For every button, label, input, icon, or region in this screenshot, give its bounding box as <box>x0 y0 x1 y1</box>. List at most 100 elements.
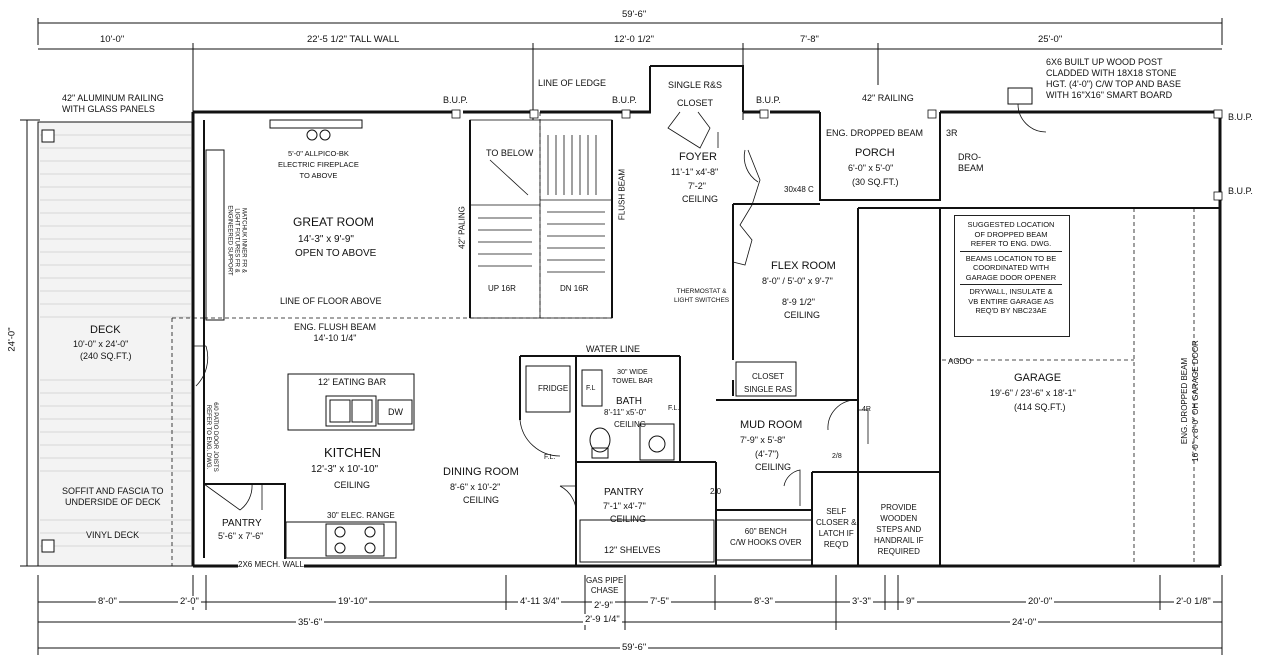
shelves-note: 12" SHELVES <box>604 545 661 555</box>
dim-top-2: 22'-5 1/2" TALL WALL <box>305 34 402 45</box>
bup-label-5: B.U.P. <box>1228 186 1253 196</box>
mud-room-extra: CEILING <box>755 462 792 472</box>
dim-bottom-11: 2'-0 1/8" <box>1174 596 1213 607</box>
paling-note: 42" PALING <box>457 206 467 249</box>
pantry-kitchen-size: 5'-6" x 7'-6" <box>218 531 264 541</box>
vinyl-deck-note: VINYL DECK <box>86 530 140 541</box>
pantry-dining-extra: CEILING <box>610 514 647 524</box>
dim-bottom-row2-2: 2'-9 1/4" <box>583 614 622 625</box>
elec-range-note: 30" ELEC. RANGE <box>327 511 395 520</box>
bup-label-4: B.U.P. <box>1228 112 1253 122</box>
dim-top-1: 10'-0" <box>98 34 127 45</box>
dining-room-size: 8'-6" x 10'-2" <box>450 482 501 492</box>
floor-line-label-1: F.L <box>586 385 596 392</box>
dim-bottom-8: 3'-3" <box>850 596 873 607</box>
garage-size: 19'-6" / 23'-6" x 18'-1" <box>990 388 1076 398</box>
pantry-dining-size: 7'-1" x4'-7" <box>603 501 646 511</box>
water-line-note: WATER LINE <box>586 344 641 354</box>
door-2-8: 2/8 <box>832 453 842 460</box>
dim-bottom-7: 8'-3" <box>752 596 775 607</box>
railing-42-note: 42" RAILING <box>862 93 914 103</box>
riser-4r: 4R <box>862 406 871 413</box>
porch-size: 6'-0" x 5'-0" <box>848 163 894 173</box>
mud-room-name: MUD ROOM <box>740 419 803 431</box>
dim-bottom-10: 20'-0" <box>1026 596 1055 607</box>
bup-label-2: B.U.P. <box>612 95 637 105</box>
deck-area: (240 SQ.FT.) <box>80 351 132 361</box>
dim-top-4: 7'-8" <box>798 34 821 45</box>
garage-name: GARAGE <box>1014 372 1062 384</box>
garage-area: (414 SQ.FT.) <box>1014 402 1066 412</box>
dining-room-extra: CEILING <box>463 495 500 505</box>
foyer-name: FOYER <box>679 151 717 163</box>
porch-name: PORCH <box>855 147 895 159</box>
porch-area: (30 SQ.FT.) <box>852 177 899 187</box>
bath-extra: CEILING <box>614 420 647 429</box>
pantry-kitchen-name: PANTRY <box>222 518 262 529</box>
deck-size: 10'-0" x 24'-0" <box>73 339 129 349</box>
door-2-0: 2/0 <box>710 487 722 496</box>
dim-bottom-2: 2'-0" <box>178 596 201 607</box>
garage-note-box <box>954 215 1070 337</box>
flex-room-size: 8'-0" / 5'-0" x 9'-7" <box>762 276 833 286</box>
dim-top-3: 12'-0 1/2" <box>612 34 657 45</box>
great-room-extra: OPEN TO ABOVE <box>295 248 377 259</box>
bup-label-3: B.U.P. <box>756 95 781 105</box>
dn-16r-note: DN 16R <box>560 284 589 293</box>
kitchen-extra: CEILING <box>334 480 371 490</box>
up-16r-note: UP 16R <box>488 284 516 293</box>
thermostat-note: THERMOSTAT &LIGHT SWITCHES <box>674 288 730 304</box>
eng-dropped-beam-porch: ENG. DROPPED BEAM <box>826 128 924 138</box>
foyer-extra: CEILING <box>682 194 719 204</box>
great-room-name: GREAT ROOM <box>293 215 374 229</box>
agdo-label: AGDO <box>948 357 972 366</box>
deck-name: DECK <box>90 324 121 336</box>
mech-wall-note: 2X6 MECH. WALL <box>238 559 304 570</box>
mud-room-height: (4'-7") <box>755 449 779 459</box>
great-room-size: 14'-3" x 9'-9" <box>298 234 354 245</box>
dim-top-5: 25'-0" <box>1036 34 1065 45</box>
three-riser-note: 3R <box>946 128 958 138</box>
flex-room-name: FLEX ROOM <box>771 260 836 272</box>
dim-bottom-3: 19'-10" <box>336 596 370 607</box>
dim-bottom-4: 4'-11 3/4" <box>518 596 562 607</box>
overall-width-top: 59'-6" <box>620 9 649 20</box>
kitchen-size: 12'-3" x 10'-10" <box>311 464 379 475</box>
bath-size: 8'-11" x5'-0" <box>604 408 646 417</box>
dining-room-name: DINING ROOM <box>443 466 519 478</box>
floor-line-label-3: F.L. <box>544 454 556 461</box>
line-of-ledge: LINE OF LEDGE <box>538 78 607 88</box>
matching-support-note: MATCHUK INNER FR &LIGHT FIXTURES FR &ENG… <box>226 205 247 276</box>
flex-room-height: 8'-9 1/2" <box>782 297 815 307</box>
dim-bottom-6: 7'-5" <box>648 596 671 607</box>
drop-beam-note: DRO-BEAM <box>958 152 984 173</box>
overall-depth-left: 24'-0" <box>6 327 18 352</box>
kitchen-name: KITCHEN <box>324 445 382 460</box>
fridge-label: FRIDGE <box>538 384 569 393</box>
eating-bar-note: 12' EATING BAR <box>318 377 387 387</box>
dim-bottom-row2-1: 35'-6" <box>296 617 325 628</box>
floor-line-label-2: F.L. <box>668 405 680 412</box>
bath-name: BATH <box>616 396 642 407</box>
pantry-dining-name: PANTRY <box>604 487 644 498</box>
foyer-size: 11'-1" x4'-8" <box>671 167 719 177</box>
flex-room-extra: CEILING <box>784 310 821 320</box>
line-floor-above: LINE OF FLOOR ABOVE <box>280 296 382 306</box>
overall-width-bottom: 59'-6" <box>620 642 649 653</box>
bup-label-1: B.U.P. <box>443 95 468 105</box>
foyer-height: 7'-2" <box>688 181 706 191</box>
to-below-note: TO BELOW <box>486 148 534 158</box>
dim-bottom-row2-3: 24'-0" <box>1010 617 1039 628</box>
